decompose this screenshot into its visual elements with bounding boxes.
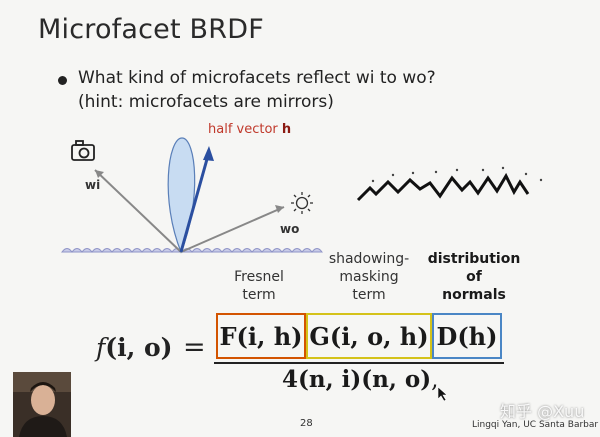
formula-lhs: f(i, o) xyxy=(96,333,173,362)
mouse-cursor-icon xyxy=(438,387,448,401)
sun-icon xyxy=(291,192,313,214)
zhihu-watermark: 知乎 @Xuu xyxy=(500,402,585,421)
fresnel-term-label: Fresnel term xyxy=(234,269,284,303)
fraction-bar xyxy=(214,362,504,364)
shadowing-term-box: G(i, o, h) xyxy=(306,313,432,359)
camera-icon xyxy=(71,140,95,161)
bullet-text-line1: What kind of microfacets reflect wi to w… xyxy=(78,68,436,88)
formula-denominator: 4(n, i)(n, o), xyxy=(282,366,439,393)
wi-arrow xyxy=(94,169,182,253)
bullet-text-line2: (hint: microfacets are mirrors) xyxy=(78,92,334,112)
fresnel-term-box: F(i, h) xyxy=(216,313,306,359)
rough-surface-zigzag xyxy=(356,172,530,202)
shadowing-masking-term-label: shadowing- masking term xyxy=(328,251,410,303)
normal-dots xyxy=(371,166,543,183)
credit-text: Lingqi Yan, UC Santa Barbar xyxy=(472,420,599,430)
presenter-webcam-thumbnail xyxy=(13,372,71,437)
half-vector-label: half vector h xyxy=(208,122,292,137)
bullet-dot xyxy=(58,76,67,85)
surface-bumps xyxy=(61,248,323,253)
half-vector-arrow xyxy=(179,151,211,253)
equals-sign: = xyxy=(183,332,206,363)
distribution-of-normals-label: distribution of normals xyxy=(427,251,521,303)
distribution-term-box: D(h) xyxy=(432,313,502,359)
wi-label: wi xyxy=(85,178,101,192)
slide-title: Microfacet BRDF xyxy=(38,14,264,45)
page-number: 28 xyxy=(300,418,313,429)
wo-arrow xyxy=(180,206,285,253)
reflection-lobe xyxy=(167,137,196,254)
wo-label: wo xyxy=(280,222,300,236)
